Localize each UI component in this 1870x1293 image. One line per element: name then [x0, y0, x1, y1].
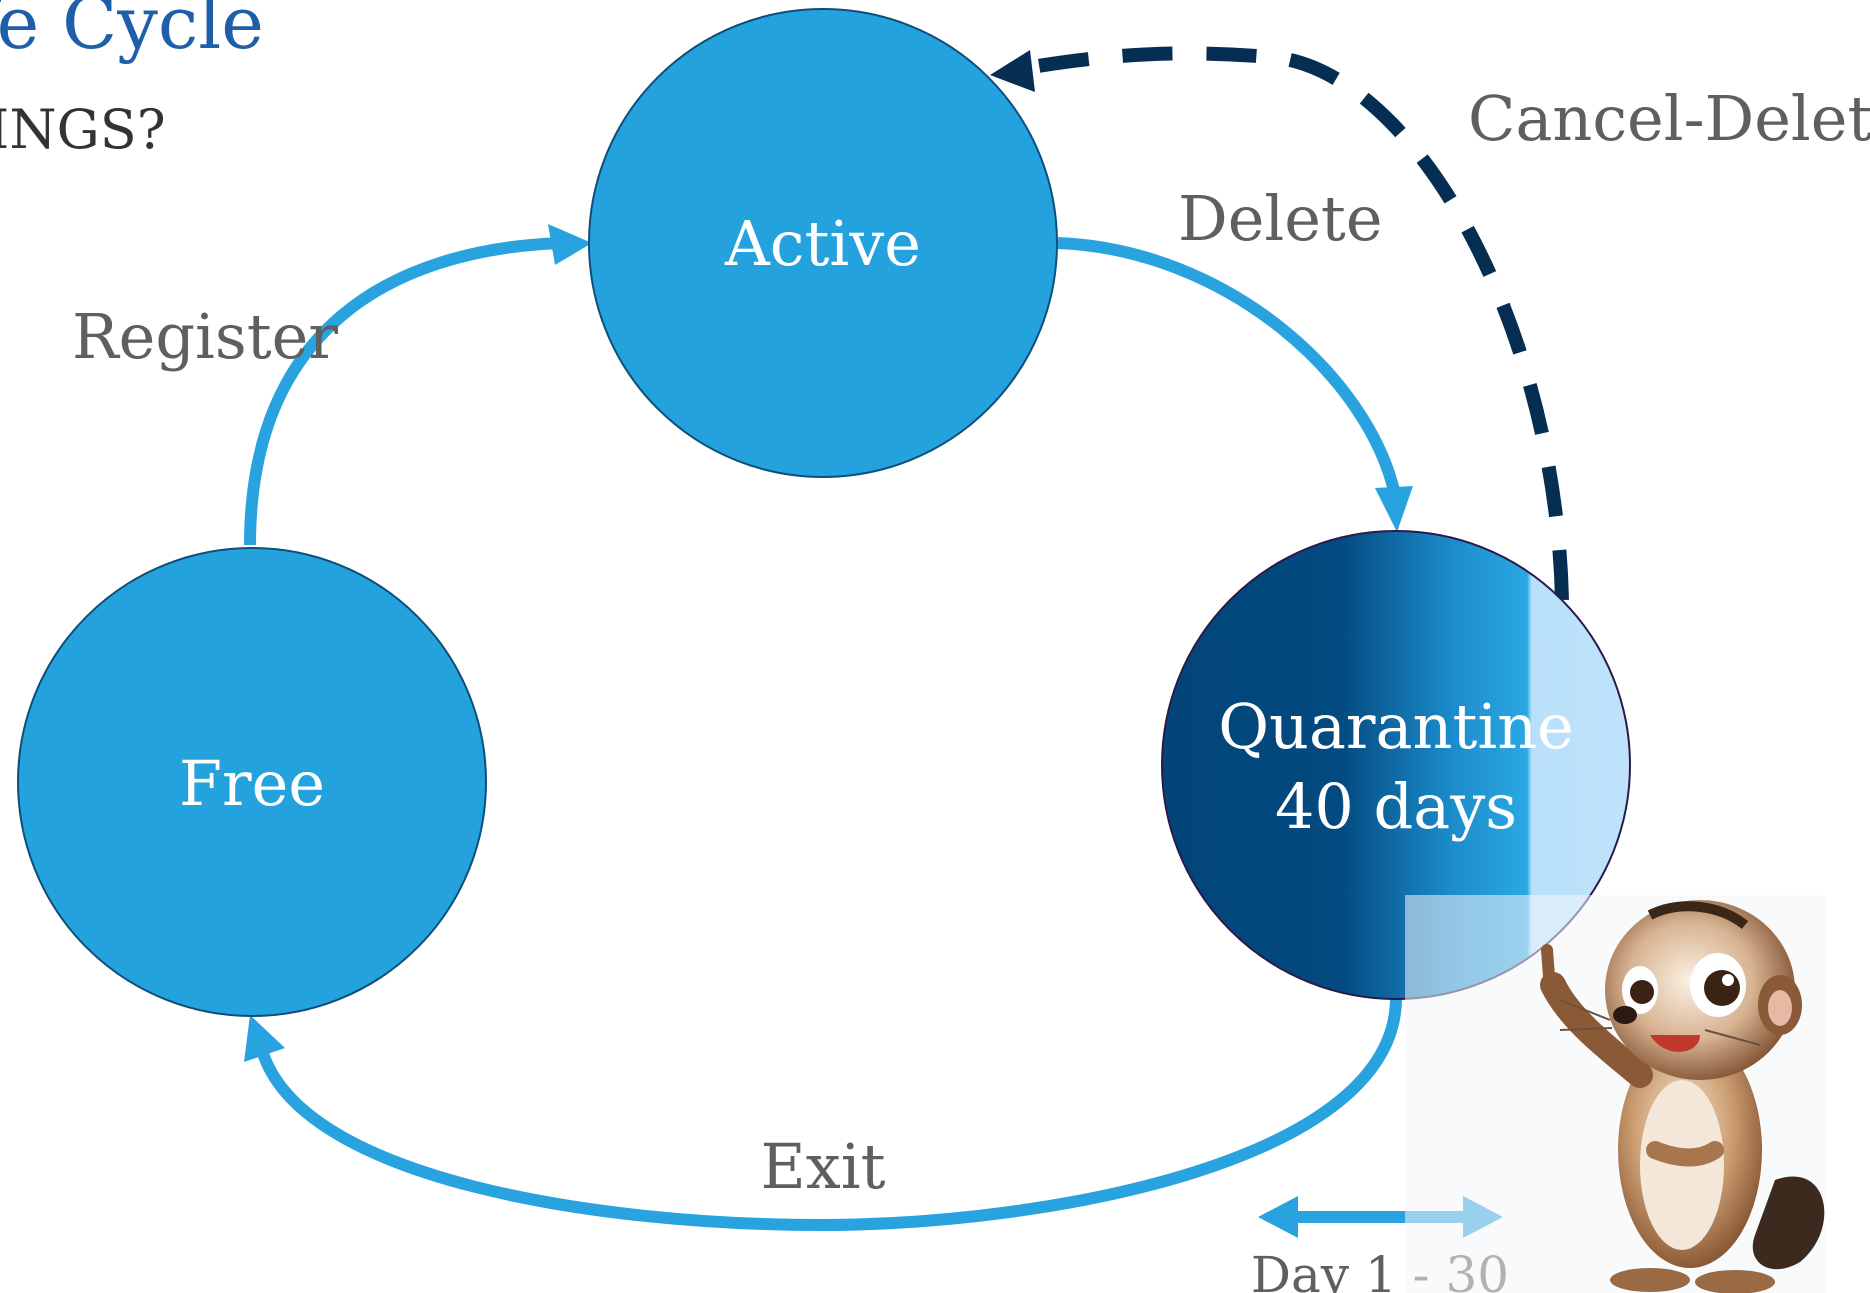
- slide-subtitle: INGS?: [0, 98, 166, 161]
- cancel-delete-arrow: [1036, 46, 1569, 601]
- quarantine-duration-label: 40 days: [1275, 770, 1517, 843]
- chipmunk-mascot: [1405, 895, 1825, 1293]
- exit-arrow: [256, 994, 1403, 1232]
- register-arrow: [244, 237, 561, 546]
- state-active: [588, 8, 1058, 478]
- delete-arrow: [1057, 237, 1401, 497]
- state-quarantine: [1161, 530, 1631, 1000]
- free-label: Free: [179, 747, 325, 820]
- register-arrowhead: [548, 224, 592, 265]
- delete-arrowhead: [1375, 486, 1413, 532]
- quarantine-label: Quarantine: [1218, 690, 1574, 763]
- cancel-delete-label: Cancel-Delete: [1468, 82, 1870, 155]
- day-range-arrowhead-left: [1258, 1196, 1298, 1238]
- register-label: Register: [72, 300, 338, 373]
- state-free: [17, 547, 487, 1017]
- delete-label: Delete: [1178, 182, 1383, 255]
- active-label: Active: [724, 207, 921, 280]
- slide-title: fe Cycle: [0, 0, 264, 65]
- cancel-delete-arrowhead: [990, 50, 1035, 92]
- exit-arrowhead: [244, 1015, 285, 1062]
- exit-label: Exit: [761, 1130, 886, 1203]
